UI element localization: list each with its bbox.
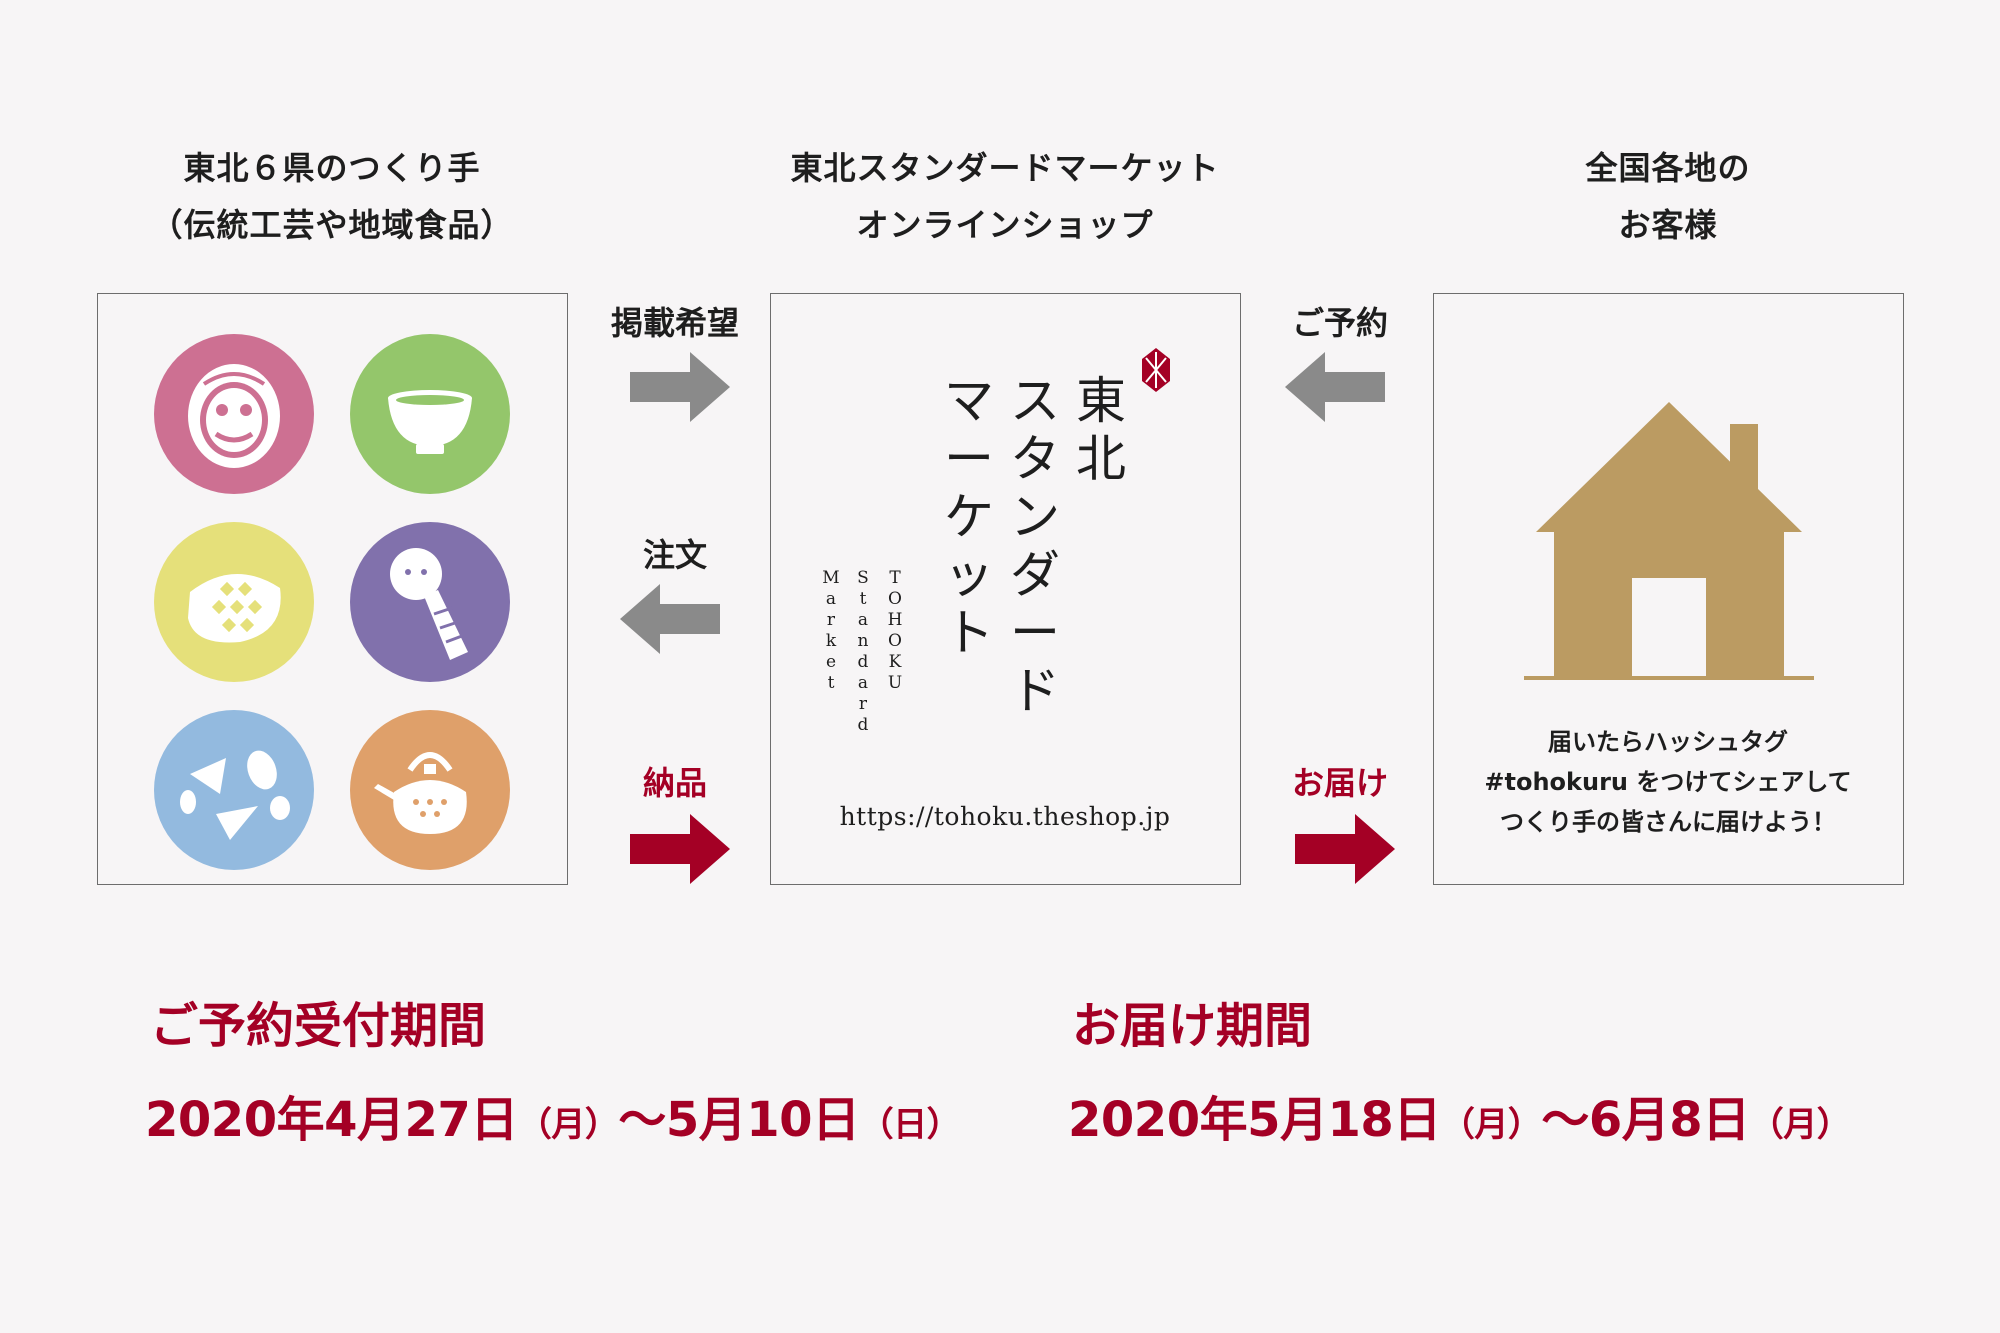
house-icon xyxy=(1524,402,1814,680)
shipping-label: お届け xyxy=(1291,764,1388,802)
senbei-icon xyxy=(180,750,290,840)
shop-logo-en-standard: S t a n d a r d xyxy=(857,568,869,735)
shop-url[interactable]: https://tohoku.theshop.jp xyxy=(839,802,1171,831)
makers-title: 東北６県のつくり手 （伝統工芸や地域食品） xyxy=(97,140,567,254)
makers-box xyxy=(97,293,568,885)
iron-kettle-icon xyxy=(374,752,467,834)
daruma-circle xyxy=(154,334,314,494)
shop-logo-col3: マ ー ケ ッ ト xyxy=(944,372,994,662)
bowl-icon xyxy=(388,390,472,454)
customers-title-line1: 全国各地の xyxy=(1585,149,1751,187)
daruma-icon xyxy=(188,364,280,468)
senbei-circle xyxy=(154,710,314,870)
reservation-period-title: ご予約受付期間 xyxy=(150,998,487,1054)
delivery-period-date: 2020年5月18日（月）〜6月8日（月） xyxy=(1068,1092,1851,1148)
customer-message: 届いたらハッシュタグ #tohokuru をつけてシェアして つくり手の皆さんに… xyxy=(1434,722,1902,842)
reservation-period-date: 2020年4月27日（月）〜5月10日（日） xyxy=(145,1092,961,1148)
shop-title-line2: オンラインショップ xyxy=(856,206,1154,244)
kokeshi-circle xyxy=(350,522,510,682)
customer-message-line1: 届いたらハッシュタグ xyxy=(1548,728,1788,756)
arrow-right-red-icon xyxy=(630,814,730,884)
arrow-right-gray-icon xyxy=(630,352,730,422)
customer-message-line3: つくり手の皆さんに届けよう！ xyxy=(1500,808,1836,836)
customers-box: 届いたらハッシュタグ #tohokuru をつけてシェアして つくり手の皆さんに… xyxy=(1433,293,1904,885)
shop-box: 東 北 ス タ ン ダ ー ド マ ー ケ ッ ト T O H O K U S … xyxy=(770,293,1241,885)
bowl-circle xyxy=(350,334,510,494)
iron-kettle-circle xyxy=(350,710,510,870)
order-label: 注文 xyxy=(642,536,707,574)
delivery-period-title: お届け期間 xyxy=(1072,998,1313,1054)
customers-title: 全国各地の お客様 xyxy=(1433,140,1903,254)
zunda-mochi-icon xyxy=(188,573,281,643)
shop-logo-en-tohoku: T O H O K U xyxy=(887,568,903,693)
customers-title-line2: お客様 xyxy=(1618,206,1718,244)
shop-logo-mark-icon xyxy=(1142,348,1170,392)
makers-title-line2: （伝統工芸や地域食品） xyxy=(150,206,514,244)
arrow-left-gray-icon xyxy=(620,584,720,654)
arrow-left-gray-icon xyxy=(1285,352,1385,422)
listing-request-label: 掲載希望 xyxy=(610,304,739,342)
shop-logo-en-market: M a r k e t xyxy=(822,568,840,693)
reservation-label: ご予約 xyxy=(1291,304,1388,342)
kokeshi-icon xyxy=(390,548,468,660)
customer-message-line2: #tohokuru をつけてシェアして xyxy=(1484,768,1852,796)
delivery-goods-label: 納品 xyxy=(642,764,707,802)
makers-title-line1: 東北６県のつくり手 xyxy=(183,149,481,187)
shop-title-line1: 東北スタンダードマーケット xyxy=(790,149,1220,187)
shop-title: 東北スタンダードマーケット オンラインショップ xyxy=(770,140,1240,254)
zunda-mochi-circle xyxy=(154,522,314,682)
arrow-right-red-icon xyxy=(1295,814,1395,884)
shop-logo-col2: ス タ ン ダ ー ド xyxy=(1010,372,1060,720)
shop-logo-col1: 東 北 xyxy=(1076,372,1126,488)
